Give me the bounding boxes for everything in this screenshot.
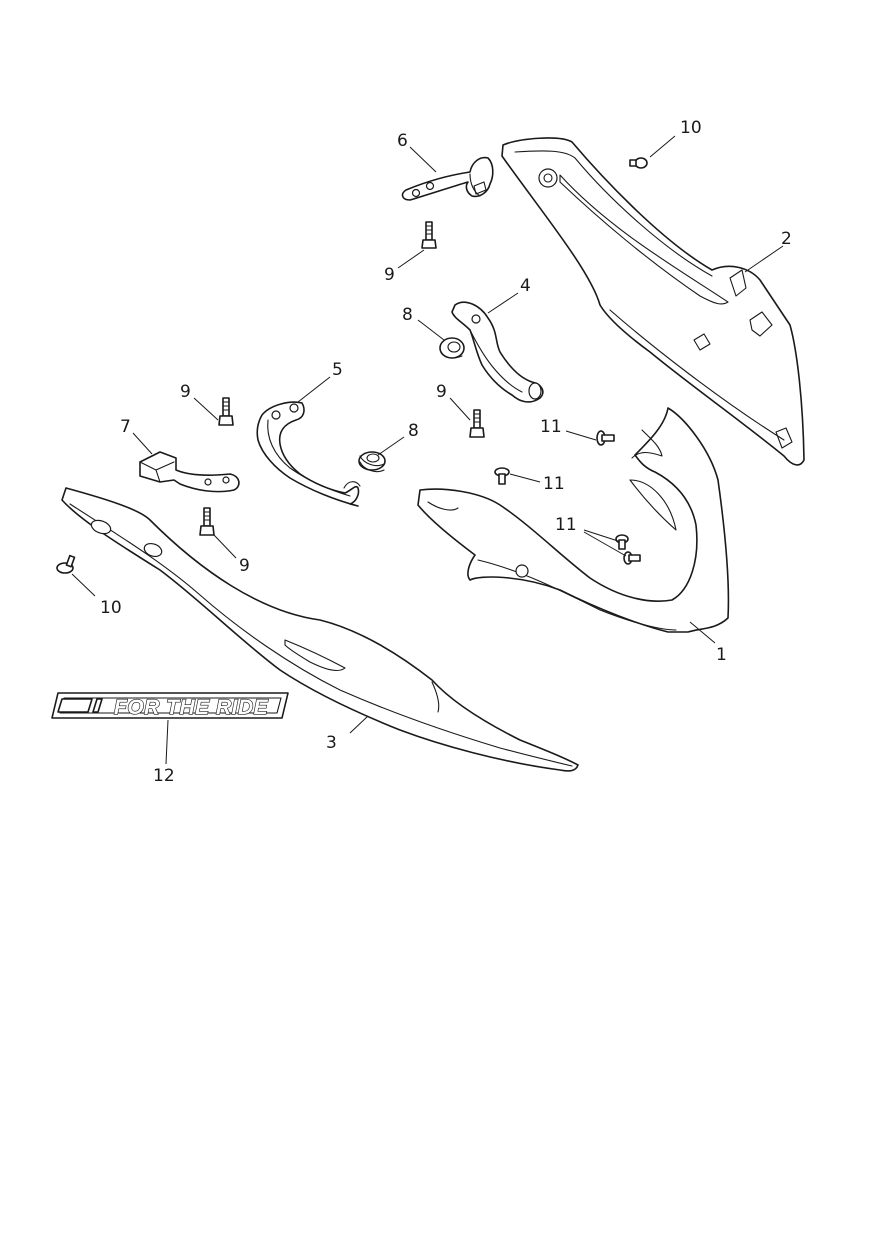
callout-1: 1 (716, 645, 727, 665)
callout-12: 12 (153, 766, 175, 786)
part-5-bracket (256, 401, 361, 507)
part-9-bolt-a (421, 221, 437, 249)
callout-labels: 1 2 3 4 5 6 7 8 8 9 9 9 9 10 10 11 11 11… (100, 118, 792, 786)
callout-4: 4 (520, 276, 531, 296)
callout-11-upper: 11 (540, 417, 562, 437)
callout-8-upper: 8 (402, 305, 413, 325)
callout-7: 7 (120, 417, 131, 437)
part-1-belly-pan (417, 407, 730, 633)
part-9-bolt-c (469, 409, 485, 438)
part-3-lower-panel (61, 487, 579, 772)
part-10-screw-lower (56, 554, 76, 574)
callout-5: 5 (332, 360, 343, 380)
callout-9-left: 9 (180, 382, 191, 402)
callout-9-middle: 9 (436, 382, 447, 402)
callout-8-lower: 8 (408, 421, 419, 441)
callout-11-lower: 11 (555, 515, 577, 535)
part-8-grommet-lower (358, 451, 386, 473)
callout-9-upper: 9 (384, 265, 395, 285)
part-6-bracket (401, 156, 494, 201)
part-11-clip-b (494, 467, 510, 485)
part-11-clip-d (623, 551, 641, 565)
part-7-bracket (139, 451, 240, 493)
callout-10-lower: 10 (100, 598, 122, 618)
callout-6: 6 (397, 131, 408, 151)
part-11-clip-a (596, 430, 615, 446)
part-4-bracket (451, 301, 544, 403)
part-9-bolt-b (218, 397, 234, 426)
part-2-side-panel (501, 137, 805, 466)
callout-9-lower: 9 (239, 556, 250, 576)
leader-lines (71, 135, 784, 765)
callout-2: 2 (781, 229, 792, 249)
part-11-clip-c (615, 534, 629, 550)
callout-10-upper: 10 (680, 118, 702, 138)
part-10-screw-upper (629, 157, 648, 169)
part-12-decal: FOR THE RIDE (51, 692, 289, 720)
callout-3: 3 (326, 733, 337, 753)
part-8-grommet-upper (439, 337, 465, 359)
decal-text: FOR THE RIDE (114, 696, 269, 719)
callout-11-middle: 11 (543, 474, 565, 494)
part-9-bolt-d (199, 507, 215, 536)
